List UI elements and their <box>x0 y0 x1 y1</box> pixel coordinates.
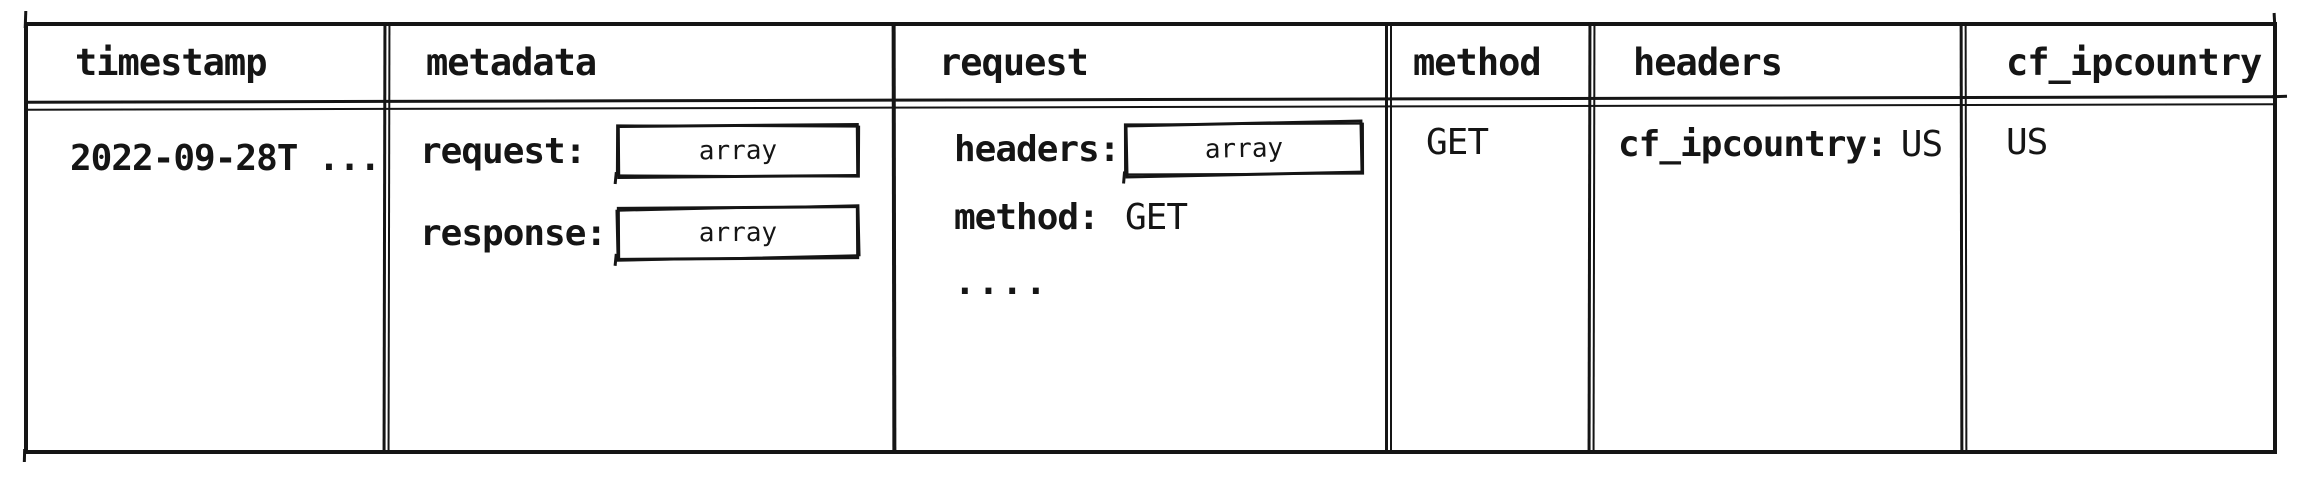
log-table: timestamp metadata request method header… <box>22 10 2288 463</box>
request-headers-field: headers: array <box>954 119 1385 179</box>
column-header-headers: headers <box>1594 26 1960 98</box>
array-badge: array <box>616 122 860 180</box>
column-divider <box>891 23 897 452</box>
cell-metadata: request: array response: array <box>389 110 892 450</box>
cell-request: headers: array method: GET .... <box>898 110 1385 450</box>
column-divider <box>1385 24 1392 451</box>
metadata-request-field: request: array <box>420 122 892 180</box>
array-badge-label: array <box>698 217 778 249</box>
cell-method: GET <box>1391 110 1588 450</box>
timestamp-value: 2022-09-28T ... <box>70 138 381 179</box>
column-header-cf-ipcountry: cf_ipcountry <box>1966 26 2273 98</box>
field-label: method: <box>954 196 1100 238</box>
column-header-label: timestamp <box>75 40 267 84</box>
sketch-tick <box>22 448 27 463</box>
column-header-label: cf_ipcountry <box>2006 40 2262 84</box>
sketch-tick <box>2272 12 2277 29</box>
column-divider <box>382 23 387 452</box>
column-header-label: headers <box>1633 40 1783 84</box>
column-header-request: request <box>898 26 1385 98</box>
request-method-field: method: GET <box>954 196 1385 238</box>
column-header-label: method <box>1413 40 1542 84</box>
array-badge: array <box>616 205 860 261</box>
method-value: GET <box>1426 122 1489 163</box>
metadata-response-field: response: array <box>420 205 892 261</box>
field-label: response: <box>420 212 607 254</box>
cell-cf-ipcountry: US <box>1966 110 2273 450</box>
cell-headers: cf_ipcountry: US <box>1594 110 1960 450</box>
ellipsis-text: .... <box>954 262 1049 303</box>
column-divider <box>1959 23 1964 452</box>
cf-ipcountry-value: US <box>2006 122 2048 163</box>
array-badge-label: array <box>1204 133 1284 165</box>
column-divider <box>1587 23 1592 452</box>
field-label: cf_ipcountry: <box>1618 123 1888 165</box>
column-header-label: metadata <box>426 40 597 84</box>
field-label: headers: <box>954 128 1120 170</box>
field-value: GET <box>1125 196 1188 238</box>
sketch-tick <box>23 10 28 29</box>
column-header-method: method <box>1391 26 1588 98</box>
cell-timestamp: 2022-09-28T ... <box>28 110 383 450</box>
headers-cf-ipcountry-field: cf_ipcountry: US <box>1618 122 1960 166</box>
column-header-metadata: metadata <box>389 26 892 98</box>
array-badge-label: array <box>698 135 778 167</box>
column-header-timestamp: timestamp <box>28 26 383 98</box>
column-header-label: request <box>939 40 1089 84</box>
field-label: request: <box>420 130 586 172</box>
field-value: US <box>1900 123 1943 165</box>
array-badge: array <box>1124 119 1364 179</box>
